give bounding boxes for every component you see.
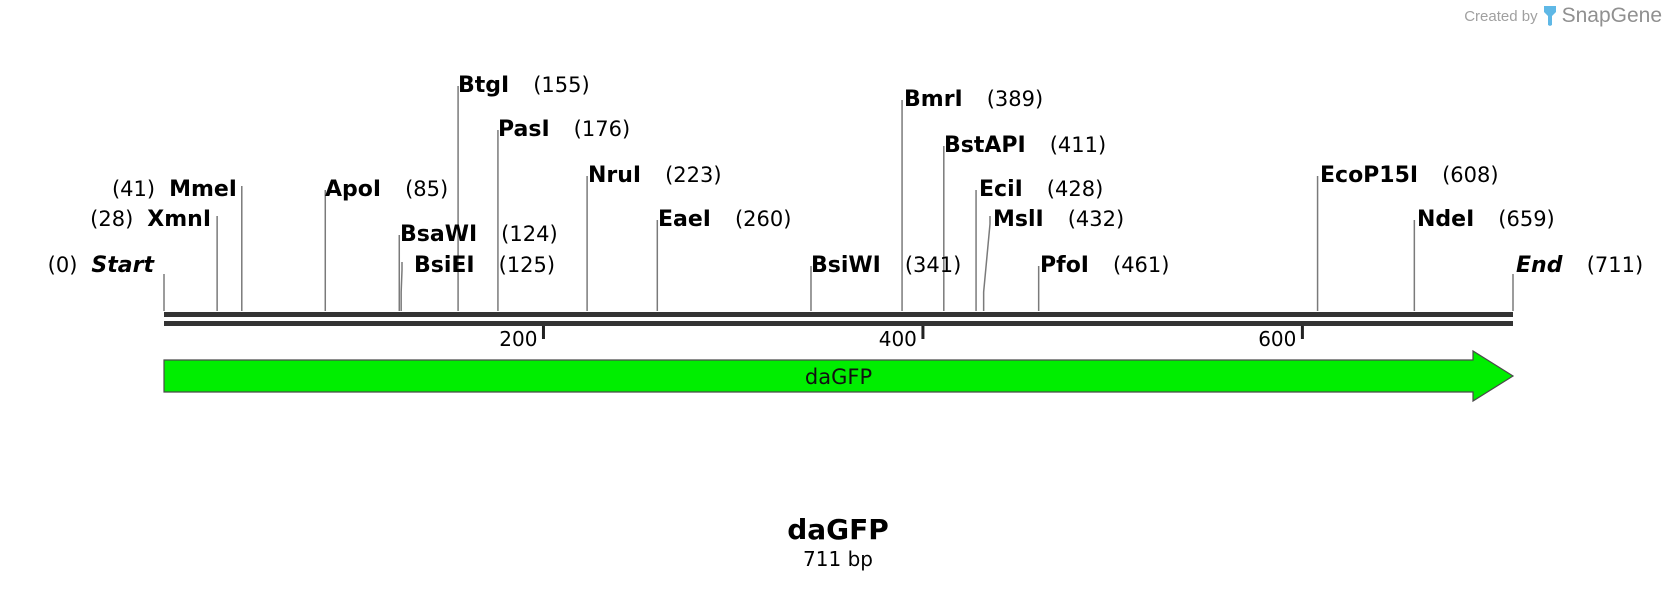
site-name-nrui: NruI bbox=[588, 163, 641, 188]
site-position-bstapi: (411) bbox=[1050, 133, 1106, 157]
feature-arrow-dagfp[interactable] bbox=[163, 349, 1515, 403]
backbone-strand-top bbox=[164, 312, 1513, 317]
snapgene-logo-icon bbox=[1543, 6, 1556, 26]
site-position-mmei: (41) bbox=[112, 177, 155, 201]
site-name-bstapi: BstAPI bbox=[944, 133, 1026, 158]
site-position-end: (711) bbox=[1587, 253, 1643, 277]
ruler-tick-label-200: 200 bbox=[499, 327, 537, 351]
site-name-start: Start bbox=[91, 253, 155, 278]
feature-track: daGFP bbox=[163, 349, 1515, 403]
site-position-pfoi: (461) bbox=[1113, 253, 1169, 277]
sequence-title: daGFP bbox=[787, 513, 889, 546]
sequence-length: 711 bp bbox=[803, 547, 873, 571]
site-position-bsiei: (125) bbox=[499, 253, 555, 277]
site-name-eaei: EaeI bbox=[658, 207, 711, 232]
site-name-ecii: EciI bbox=[979, 177, 1023, 202]
ruler-tick-200 bbox=[541, 326, 545, 339]
site-position-bmri: (389) bbox=[987, 87, 1043, 111]
ruler-tick-label-400: 400 bbox=[879, 327, 917, 351]
site-name-mmei: MmeI bbox=[169, 177, 237, 202]
site-name-bsawi: BsaWI bbox=[400, 222, 477, 247]
site-position-pasi: (176) bbox=[574, 117, 630, 141]
site-position-xmni: (28) bbox=[90, 207, 133, 231]
site-position-eaei: (260) bbox=[735, 207, 791, 231]
sequence-backbone bbox=[164, 312, 1513, 326]
site-position-btgi: (155) bbox=[533, 73, 589, 97]
site-position-apoi: (85) bbox=[405, 177, 448, 201]
sequence-caption: daGFP 711 bp bbox=[787, 513, 889, 571]
site-position-bsiwi: (341) bbox=[905, 253, 961, 277]
site-name-ecop15i: EcoP15I bbox=[1320, 163, 1418, 188]
ruler-ticks: 200 400 600 bbox=[499, 326, 1304, 351]
ruler-tick-400 bbox=[921, 326, 925, 339]
site-name-end: End bbox=[1516, 253, 1563, 278]
site-leader-lines bbox=[163, 86, 1514, 311]
site-position-ndei: (659) bbox=[1498, 207, 1554, 231]
site-name-bsiwi: BsiWI bbox=[811, 253, 881, 278]
backbone-strand-bottom bbox=[164, 321, 1513, 326]
site-name-xmni: XmnI bbox=[147, 207, 211, 232]
ruler-tick-600 bbox=[1300, 326, 1304, 339]
site-name-apoi: ApoI bbox=[325, 177, 381, 202]
site-name-ndei: NdeI bbox=[1417, 207, 1474, 232]
site-position-bsawi: (124) bbox=[501, 222, 557, 246]
site-leader-bsiei bbox=[400, 262, 403, 311]
site-position-nrui: (223) bbox=[665, 163, 721, 187]
feature-label-dagfp: daGFP bbox=[805, 365, 872, 389]
site-name-msli: MslI bbox=[993, 207, 1044, 232]
created-by-label: Created by bbox=[1464, 7, 1538, 25]
site-labels: Start (0) XmnI (28) MmeI (41) ApoI (85) BsaWI (12… bbox=[48, 73, 1643, 278]
site-position-ecop15i: (608) bbox=[1442, 163, 1498, 187]
site-leader-msli bbox=[982, 216, 991, 311]
site-name-btgi: BtgI bbox=[458, 73, 509, 98]
ruler-tick-label-600: 600 bbox=[1258, 327, 1296, 351]
site-position-ecii: (428) bbox=[1047, 177, 1103, 201]
site-position-start: (0) bbox=[48, 253, 78, 277]
site-name-pfoi: PfoI bbox=[1040, 253, 1089, 278]
site-name-pasi: PasI bbox=[498, 117, 550, 142]
site-position-msli: (432) bbox=[1068, 207, 1124, 231]
site-name-bmri: BmrI bbox=[904, 87, 963, 112]
site-name-bsiei: BsiEI bbox=[414, 253, 475, 278]
snapgene-name: SnapGene bbox=[1561, 4, 1662, 27]
snapgene-branding: Created by SnapGene bbox=[1464, 4, 1662, 28]
